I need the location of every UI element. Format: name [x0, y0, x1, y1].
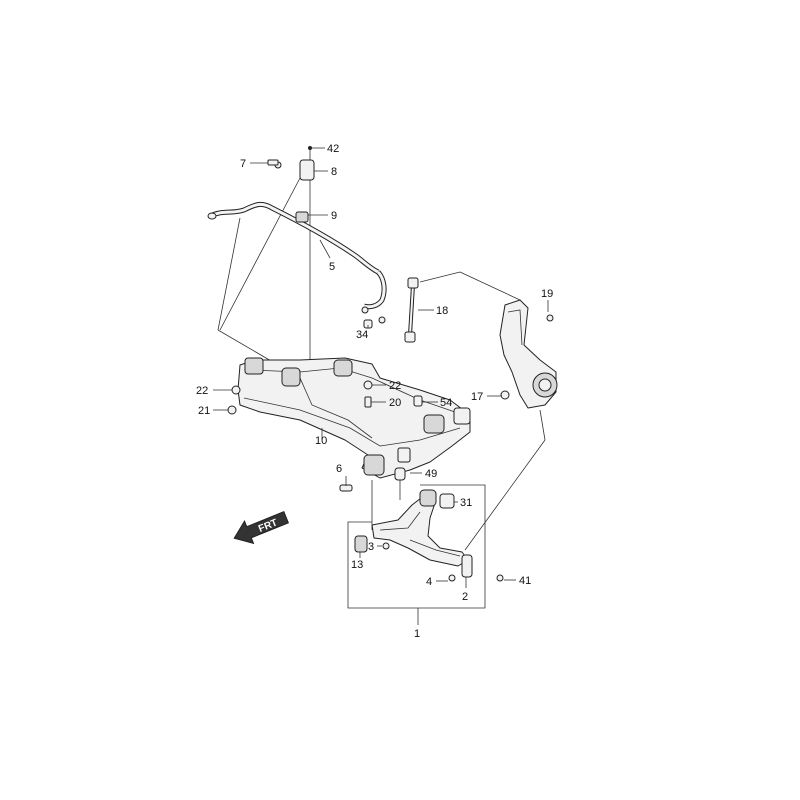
hardware [267, 159, 423, 492]
callout-9: 9 [331, 210, 337, 222]
sub-frame [227, 357, 471, 479]
callout-2: 2 [462, 591, 468, 603]
callout-leaders [213, 146, 549, 588]
callout-42: 42 [327, 143, 339, 155]
leader-lines [217, 148, 546, 625]
callout-41: 41 [519, 575, 531, 587]
callout-labels: 42 7 8 9 5 18 19 34 22 20 54 22 21 10 17… [196, 143, 553, 640]
callout-17: 17 [471, 391, 483, 403]
callout-19: 19 [541, 288, 553, 300]
callout-22-right: 22 [389, 380, 401, 392]
callout-5: 5 [329, 261, 335, 273]
front-direction-arrow: FRT [233, 511, 290, 545]
callout-7: 7 [240, 158, 246, 170]
callout-31: 31 [460, 497, 472, 509]
callout-10: 10 [315, 435, 327, 447]
callout-49: 49 [425, 468, 437, 480]
callout-21: 21 [198, 405, 210, 417]
callout-8: 8 [331, 166, 337, 178]
callout-34: 34 [356, 329, 368, 341]
steering-knuckle [499, 299, 558, 409]
callout-54: 54 [440, 397, 452, 409]
callout-1: 1 [414, 628, 420, 640]
callout-4: 4 [426, 576, 432, 588]
stabilizer-bar [207, 159, 387, 310]
callout-13: 13 [351, 559, 363, 571]
stabilizer-link [361, 277, 419, 343]
callout-20: 20 [389, 397, 401, 409]
callout-22-left: 22 [196, 385, 208, 397]
frt-label: FRT [257, 517, 279, 534]
callout-18: 18 [436, 305, 448, 317]
callout-6: 6 [336, 463, 342, 475]
lower-control-arm [354, 489, 504, 582]
callout-3: 3 [368, 541, 374, 553]
